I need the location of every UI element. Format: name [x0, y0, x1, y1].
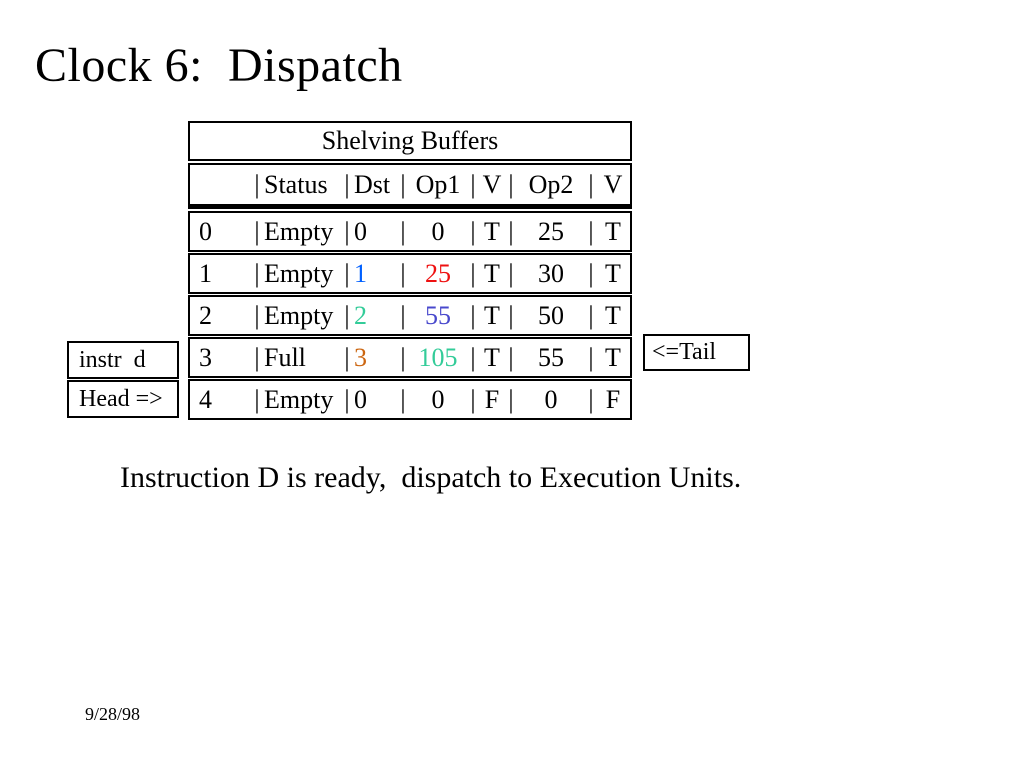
pipe-separator: | — [400, 258, 406, 288]
pipe-separator: | — [508, 342, 514, 372]
pipe-separator: | — [588, 169, 594, 199]
cell-v1: T — [484, 300, 500, 330]
pipe-separator: | — [400, 342, 406, 372]
table-row-1: 1 | Empty | 1 | 25 | T | 30 | T — [188, 253, 632, 294]
pipe-separator: | — [254, 384, 260, 414]
pipe-separator: | — [470, 384, 476, 414]
cell-op2: 50 — [538, 300, 564, 330]
header-status: Status — [264, 169, 328, 199]
pipe-separator: | — [470, 300, 476, 330]
header-op1: Op1 — [415, 169, 461, 199]
cell-dst: 2 — [354, 300, 367, 330]
pipe-separator: | — [344, 169, 350, 199]
table-row-3: 3 | Full | 3 | 105 | T | 55 | T — [188, 337, 632, 378]
pipe-separator: | — [508, 216, 514, 246]
cell-op2: 55 — [538, 342, 564, 372]
cell-v2: T — [605, 342, 621, 372]
cell-index: 3 — [199, 342, 212, 372]
pipe-separator: | — [470, 169, 476, 199]
pipe-separator: | — [254, 342, 260, 372]
cell-v1: F — [484, 384, 500, 414]
cell-dst: 3 — [354, 342, 367, 372]
cell-dst: 0 — [354, 384, 367, 414]
pipe-separator: | — [344, 342, 350, 372]
pipe-separator: | — [254, 169, 260, 199]
pipe-separator: | — [400, 384, 406, 414]
slide-caption: Instruction D is ready, dispatch to Exec… — [120, 461, 742, 494]
pipe-separator: | — [508, 169, 514, 199]
cell-status: Empty — [264, 384, 334, 414]
tail-pointer-label: <=Tail — [643, 334, 750, 371]
cell-op2: 25 — [538, 216, 564, 246]
cell-status: Empty — [264, 216, 334, 246]
pipe-separator: | — [400, 169, 406, 199]
header-op2: Op2 — [528, 169, 574, 199]
pipe-separator: | — [508, 384, 514, 414]
cell-dst: 0 — [354, 216, 367, 246]
cell-op1: 0 — [431, 216, 445, 246]
pipe-separator: | — [588, 258, 594, 288]
cell-op1: 0 — [431, 384, 445, 414]
cell-op1: 55 — [425, 300, 451, 330]
cell-index: 2 — [199, 300, 212, 330]
pipe-separator: | — [470, 258, 476, 288]
pipe-separator: | — [344, 216, 350, 246]
cell-index: 0 — [199, 216, 212, 246]
pipe-separator: | — [254, 216, 260, 246]
date-stamp: 9/28/98 — [85, 704, 141, 724]
cell-v1: T — [484, 342, 500, 372]
cell-index: 4 — [199, 384, 212, 414]
cell-op1: 105 — [418, 342, 458, 372]
table-row-2: 2 | Empty | 2 | 55 | T | 50 | T — [188, 295, 632, 336]
slide-title: Clock 6: Dispatch — [35, 39, 403, 92]
pipe-separator: | — [254, 258, 260, 288]
pipe-separator: | — [588, 216, 594, 246]
pipe-separator: | — [470, 342, 476, 372]
table-header-row: | Status | Dst | Op1 | V | Op2 | V — [188, 163, 632, 209]
header-v1: V — [482, 169, 502, 199]
pipe-separator: | — [588, 342, 594, 372]
table-row-0: 0 | Empty | 0 | 0 | T | 25 | T — [188, 211, 632, 252]
cell-status: Empty — [264, 258, 334, 288]
cell-v1: T — [484, 216, 500, 246]
pipe-separator: | — [588, 384, 594, 414]
cell-v1: T — [484, 258, 500, 288]
head-pointer-box: instr d Head => — [67, 341, 179, 418]
shelving-buffers-table: Shelving Buffers | Status | Dst | Op1 | … — [188, 121, 632, 421]
cell-status: Empty — [264, 300, 334, 330]
head-pointer-label: Head => — [67, 380, 179, 418]
pipe-separator: | — [400, 300, 406, 330]
cell-op2: 30 — [538, 258, 564, 288]
cell-v2: T — [605, 258, 621, 288]
table-row-4: 4 | Empty | 0 | 0 | F | 0 | F — [188, 379, 632, 420]
cell-index: 1 — [199, 258, 212, 288]
pipe-separator: | — [470, 216, 476, 246]
pipe-separator: | — [344, 258, 350, 288]
pipe-separator: | — [344, 384, 350, 414]
cell-v2: T — [605, 300, 621, 330]
cell-v2: T — [605, 216, 621, 246]
cell-v2: F — [605, 384, 621, 414]
cell-status: Full — [264, 342, 306, 372]
pipe-separator: | — [400, 216, 406, 246]
pipe-separator: | — [508, 258, 514, 288]
header-v2: V — [603, 169, 623, 199]
pipe-separator: | — [344, 300, 350, 330]
cell-dst: 1 — [354, 258, 367, 288]
cell-op2: 0 — [544, 384, 558, 414]
instr-d-label: instr d — [67, 341, 179, 379]
pipe-separator: | — [508, 300, 514, 330]
pipe-separator: | — [588, 300, 594, 330]
table-title: Shelving Buffers — [188, 121, 632, 161]
pipe-separator: | — [254, 300, 260, 330]
header-dst: Dst — [354, 169, 391, 199]
cell-op1: 25 — [425, 258, 451, 288]
